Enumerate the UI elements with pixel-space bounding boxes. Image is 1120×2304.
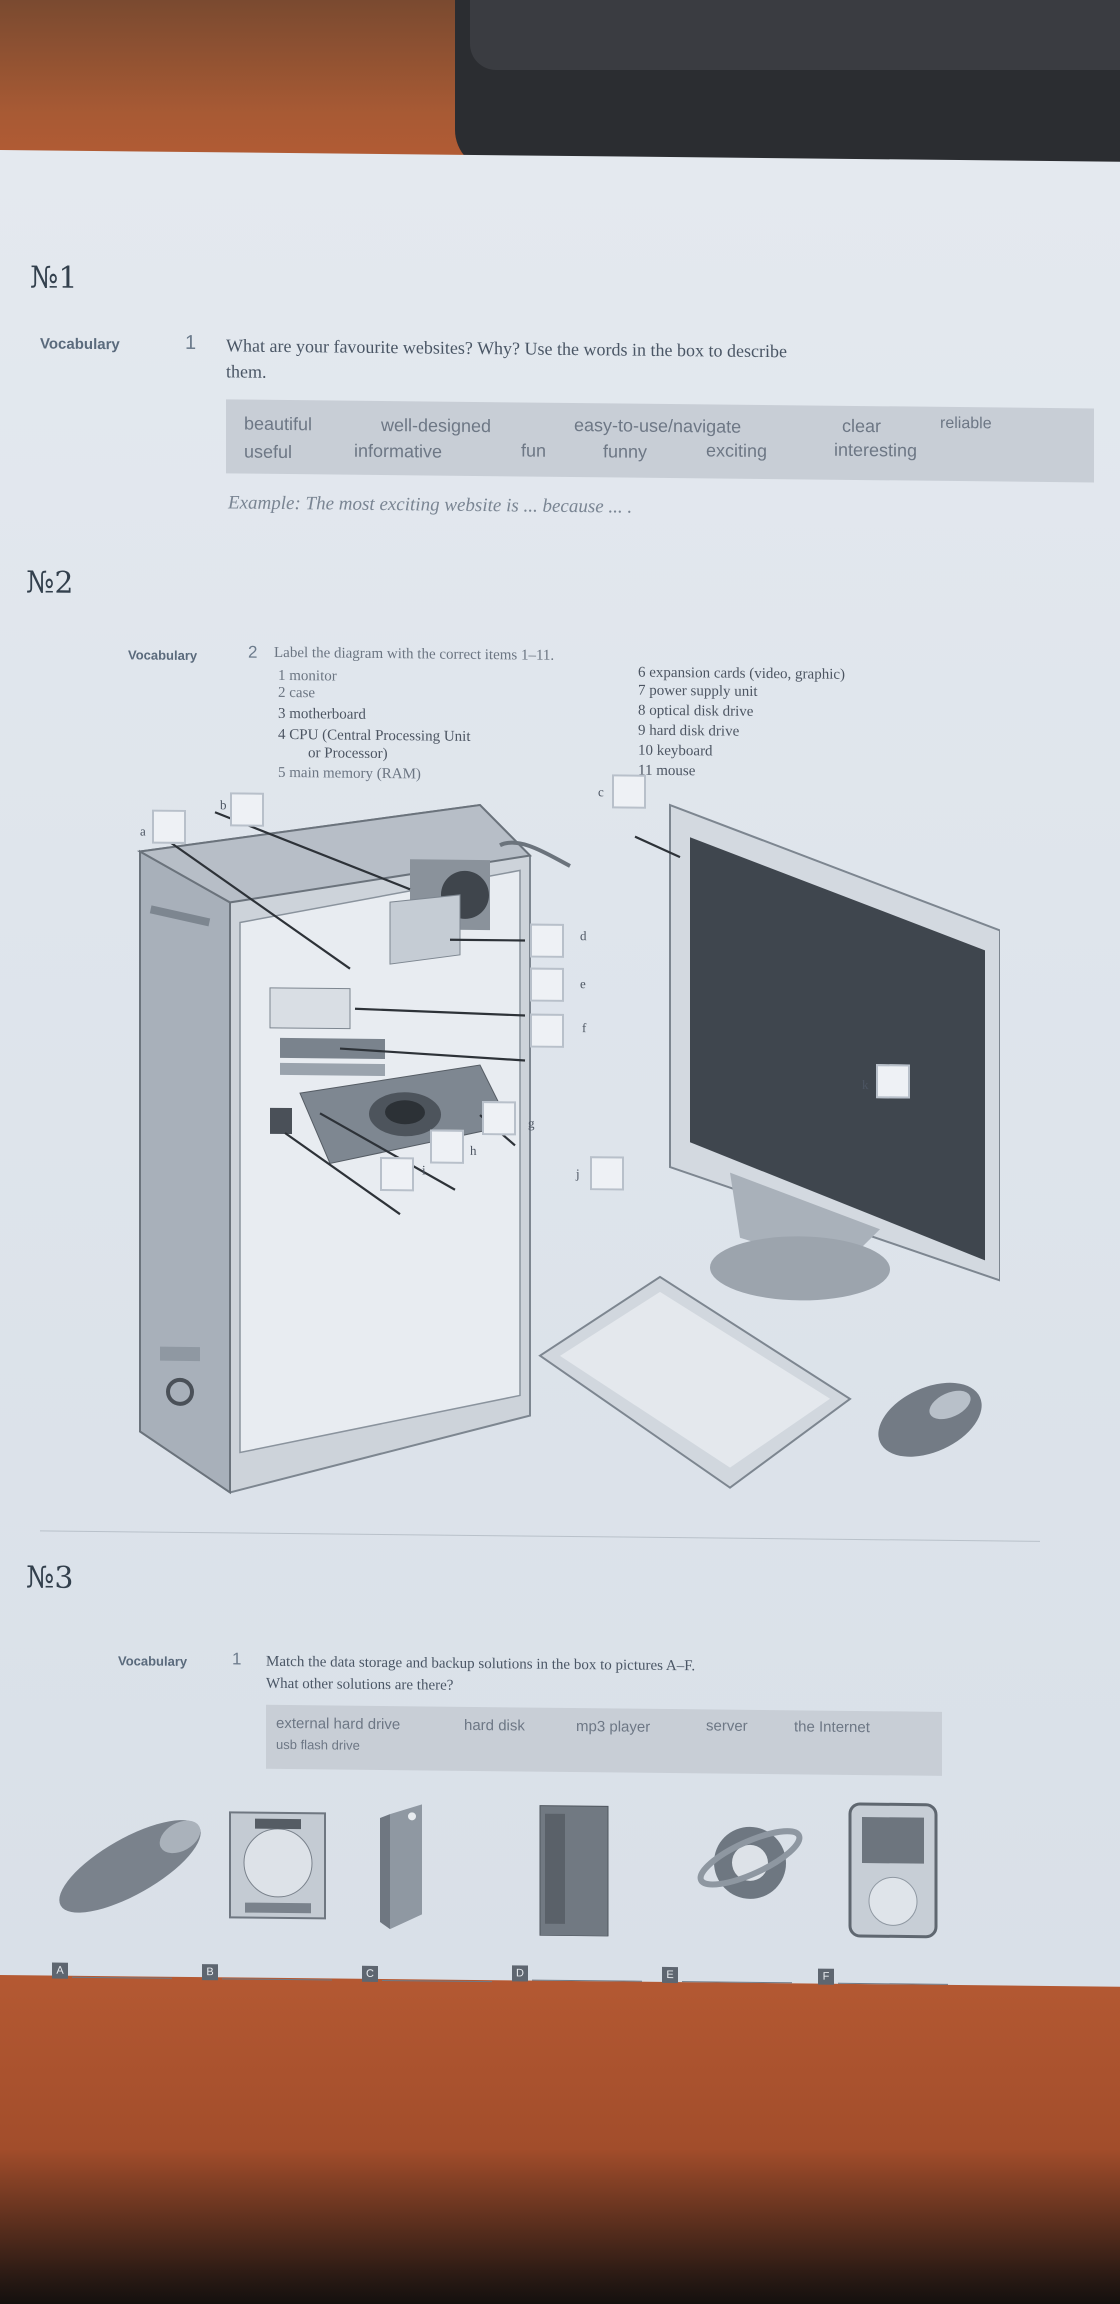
label-box-k[interactable] — [876, 1064, 910, 1099]
word-item: reliable — [940, 414, 992, 433]
label-box-g[interactable] — [482, 1101, 516, 1136]
exercise-instruction: Match the data storage and backup soluti… — [266, 1651, 695, 1699]
word-item: easy-to-use/navigate — [574, 415, 742, 437]
list-item: 2 case — [278, 684, 316, 702]
label-box-i[interactable] — [380, 1156, 414, 1192]
section-number-2: №2 — [26, 565, 74, 601]
list-item: 7 power supply unit — [638, 682, 758, 700]
picture-letter-d: D — [512, 1965, 528, 1982]
list-item: 9 hard disk drive — [638, 722, 740, 740]
vocabulary-tag: Vocabulary — [118, 1653, 188, 1669]
keyboard-illustration — [538, 1275, 852, 1489]
label-letter-c: c — [598, 784, 604, 800]
word-item: beautiful — [244, 413, 313, 435]
picture-letter-f: F — [818, 1968, 834, 1985]
word-item: external hard drive — [276, 1714, 401, 1734]
exercise-number: 2 — [248, 642, 258, 662]
vocabulary-tag: Vocabulary — [40, 335, 120, 354]
word-item: informative — [354, 440, 443, 462]
hard-disk-illustration — [229, 1811, 326, 1920]
word-item: mp3 player — [576, 1718, 651, 1736]
server-illustration — [539, 1805, 609, 1937]
label-letter-j: j — [576, 1166, 580, 1182]
word-item: useful — [244, 441, 293, 463]
label-box-j[interactable] — [590, 1156, 624, 1191]
list-item: 8 optical disk drive — [638, 702, 754, 720]
word-item: usb flash drive — [276, 1736, 360, 1753]
diagram-pointer-lines — [154, 811, 681, 1216]
exercise-number: 1 — [232, 1649, 242, 1669]
keyboard-photo-edge — [470, 0, 1120, 70]
label-box-c[interactable] — [612, 774, 646, 809]
word-box: beautiful well-designed easy-to-use/navi… — [226, 399, 1094, 483]
label-box-h[interactable] — [430, 1129, 464, 1164]
label-letter-h: h — [470, 1142, 477, 1158]
exercise-instruction: What are your favourite websites? Why? U… — [226, 332, 787, 390]
vocabulary-tag: Vocabulary — [128, 647, 198, 664]
picture-letter-e: E — [662, 1966, 678, 1984]
section-number-3: №3 — [26, 1560, 74, 1596]
list-item: 5 main memory (RAM) — [278, 764, 421, 783]
word-item: interesting — [834, 439, 918, 461]
word-item: funny — [603, 441, 648, 462]
word-item: server — [706, 1717, 748, 1735]
label-box-b[interactable] — [230, 792, 264, 827]
label-letter-g: g — [528, 1115, 535, 1131]
label-box-d[interactable] — [530, 923, 564, 958]
example-sentence: Example: The most exciting website is ..… — [228, 492, 633, 518]
picture-letter-b: B — [202, 1964, 218, 1981]
picture-letter-c: C — [362, 1965, 378, 1982]
worksheet-paper: №1 Vocabulary 1 What are your favourite … — [0, 150, 1120, 1987]
word-item: well-designed — [381, 414, 492, 437]
picture-letter-a: A — [52, 1962, 68, 1979]
list-item: 11 mouse — [638, 762, 696, 780]
exercise-number: 1 — [185, 331, 197, 355]
list-item: or Processor) — [308, 745, 388, 763]
mp3-player-illustration — [848, 1802, 938, 1939]
label-letter-d: d — [580, 928, 587, 944]
usb-flash-drive-illustration — [59, 1820, 201, 1913]
word-item: hard disk — [464, 1716, 525, 1735]
mouse-illustration — [878, 1382, 982, 1457]
label-box-e[interactable] — [530, 967, 564, 1002]
list-item: 3 motherboard — [278, 705, 366, 723]
label-letter-e: e — [580, 976, 586, 992]
external-hard-drive-illustration — [380, 1804, 422, 1930]
list-item: 10 keyboard — [638, 742, 713, 760]
word-item: clear — [842, 415, 882, 437]
computer-case-illustration — [136, 803, 571, 1495]
list-item: 1 monitor — [278, 667, 337, 685]
exercise-instruction: Label the diagram with the correct items… — [274, 644, 555, 664]
label-letter-a: a — [140, 823, 146, 839]
section-number-1: №1 — [30, 260, 78, 296]
monitor-illustration — [669, 803, 1000, 1301]
label-box-f[interactable] — [530, 1013, 564, 1048]
label-letter-i: i — [422, 1162, 426, 1178]
word-item: the Internet — [794, 1718, 870, 1737]
list-item: 6 expansion cards (video, graphic) — [638, 664, 846, 683]
internet-explorer-icon — [697, 1826, 803, 1899]
list-item: 4 CPU (Central Processing Unit — [278, 726, 471, 745]
label-letter-b: b — [220, 797, 227, 813]
storage-pictures — [59, 1802, 938, 1939]
label-box-a[interactable] — [152, 809, 186, 844]
instruction-line: What other solutions are there? — [266, 1675, 454, 1694]
storage-word-box: external hard drive hard disk mp3 player… — [266, 1704, 942, 1776]
desk-background-bottom — [0, 1960, 1120, 2304]
word-item: fun — [521, 440, 547, 461]
word-item: exciting — [706, 440, 768, 462]
computer-diagram — [136, 803, 1000, 1495]
label-letter-k: k — [862, 1077, 869, 1093]
label-letter-f: f — [582, 1020, 587, 1036]
